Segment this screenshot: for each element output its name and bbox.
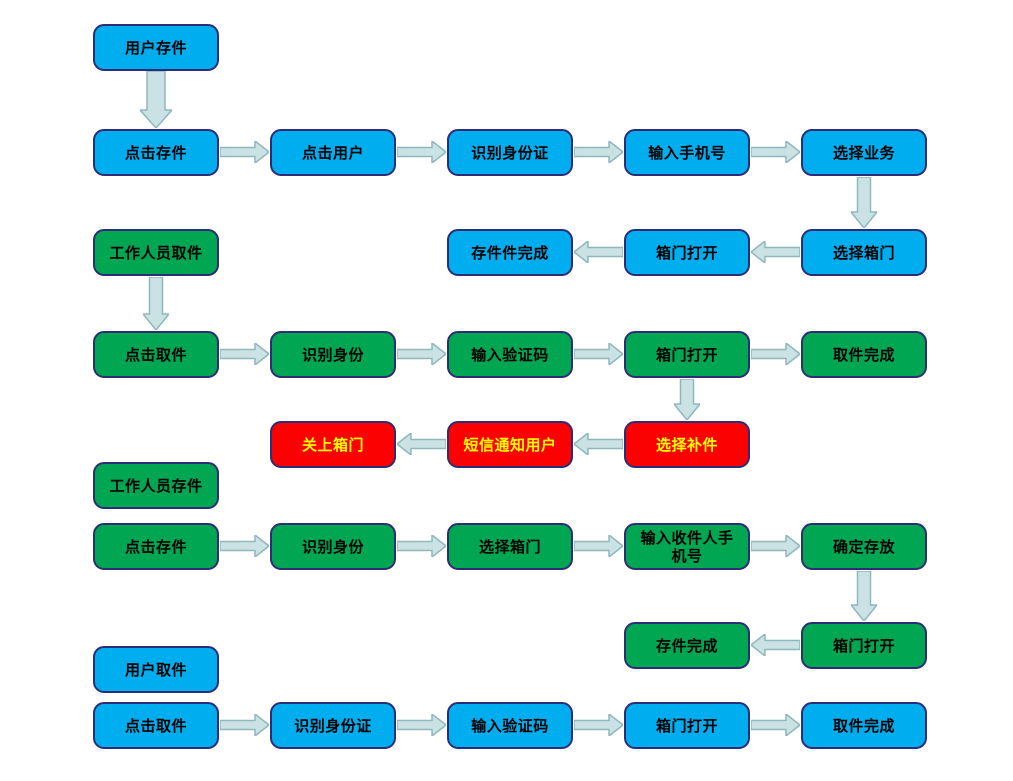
flow-node-user-pickup-title: 用户取件: [93, 646, 219, 693]
flow-node-sd-click-deposit: 点击存件: [93, 523, 219, 570]
flow-node-up-door-open: 箱门打开: [624, 702, 750, 749]
flow-node-ud-enter-phone: 输入手机号: [624, 129, 750, 176]
flow-node-up-scan-id-card: 识别身份证: [270, 702, 396, 749]
flow-node-sp-verify-identity: 识别身份: [270, 331, 396, 378]
flow-arrow-right: [220, 343, 269, 365]
flow-arrow-right: [397, 141, 446, 163]
flow-node-sd-select-locker: 选择箱门: [447, 523, 573, 570]
flow-arrow-right: [220, 714, 269, 736]
flow-node-sp-door-open: 箱门打开: [624, 331, 750, 378]
flow-arrow-right: [220, 141, 269, 163]
flow-arrow-left: [751, 241, 800, 263]
flow-node-up-pickup-done: 取件完成: [801, 702, 927, 749]
flow-arrow-right: [751, 535, 800, 557]
flow-node-sp-sms-notify-user: 短信通知用户: [447, 421, 573, 468]
flow-arrow-right: [397, 343, 446, 365]
flow-node-sd-door-open: 箱门打开: [801, 622, 927, 669]
flow-arrow-down: [851, 571, 877, 621]
flow-arrow-left: [574, 433, 623, 455]
flow-node-ud-deposit-done: 存件件完成: [447, 229, 573, 276]
flow-arrow-down: [851, 177, 877, 228]
flow-node-sp-select-refill: 选择补件: [624, 421, 750, 468]
flow-arrow-down: [674, 379, 700, 420]
flow-node-user-deposit-title: 用户存件: [93, 24, 219, 71]
flow-node-staff-deposit-title: 工作人员存件: [93, 462, 219, 509]
flow-node-sp-close-door: 关上箱门: [270, 421, 396, 468]
flow-node-up-enter-code: 输入验证码: [447, 702, 573, 749]
flow-node-up-click-pickup: 点击取件: [93, 702, 219, 749]
flow-arrow-right: [397, 714, 446, 736]
flow-node-sd-deposit-done: 存件完成: [624, 622, 750, 669]
flow-node-ud-click-deposit: 点击存件: [93, 129, 219, 176]
flow-arrow-right: [574, 343, 623, 365]
flow-node-sd-verify-identity: 识别身份: [270, 523, 396, 570]
flow-arrow-left: [397, 433, 446, 455]
flow-node-sp-enter-code: 输入验证码: [447, 331, 573, 378]
flow-node-ud-select-locker: 选择箱门: [801, 229, 927, 276]
flow-node-staff-pickup-title: 工作人员取件: [93, 229, 219, 276]
flow-arrow-right: [574, 141, 623, 163]
flow-node-sp-pickup-done: 取件完成: [801, 331, 927, 378]
flow-arrow-left: [574, 241, 623, 263]
flow-node-sp-click-pickup: 点击取件: [93, 331, 219, 378]
flow-node-sd-confirm-store: 确定存放: [801, 523, 927, 570]
flow-node-ud-scan-id-card: 识别身份证: [447, 129, 573, 176]
flow-arrow-right: [574, 535, 623, 557]
flow-arrow-left: [751, 634, 800, 656]
flow-arrow-right: [751, 141, 800, 163]
flow-arrow-down: [143, 277, 169, 330]
flow-node-ud-select-service: 选择业务: [801, 129, 927, 176]
flow-node-ud-click-user: 点击用户: [270, 129, 396, 176]
flow-arrow-down: [140, 71, 172, 128]
flow-arrow-right: [751, 343, 800, 365]
flow-arrow-right: [751, 714, 800, 736]
flow-node-ud-door-open: 箱门打开: [624, 229, 750, 276]
flow-arrow-right: [220, 535, 269, 557]
flow-arrow-right: [397, 535, 446, 557]
flow-node-sd-enter-recipient-phone: 输入收件人手 机号: [624, 523, 750, 570]
flow-arrow-right: [574, 714, 623, 736]
